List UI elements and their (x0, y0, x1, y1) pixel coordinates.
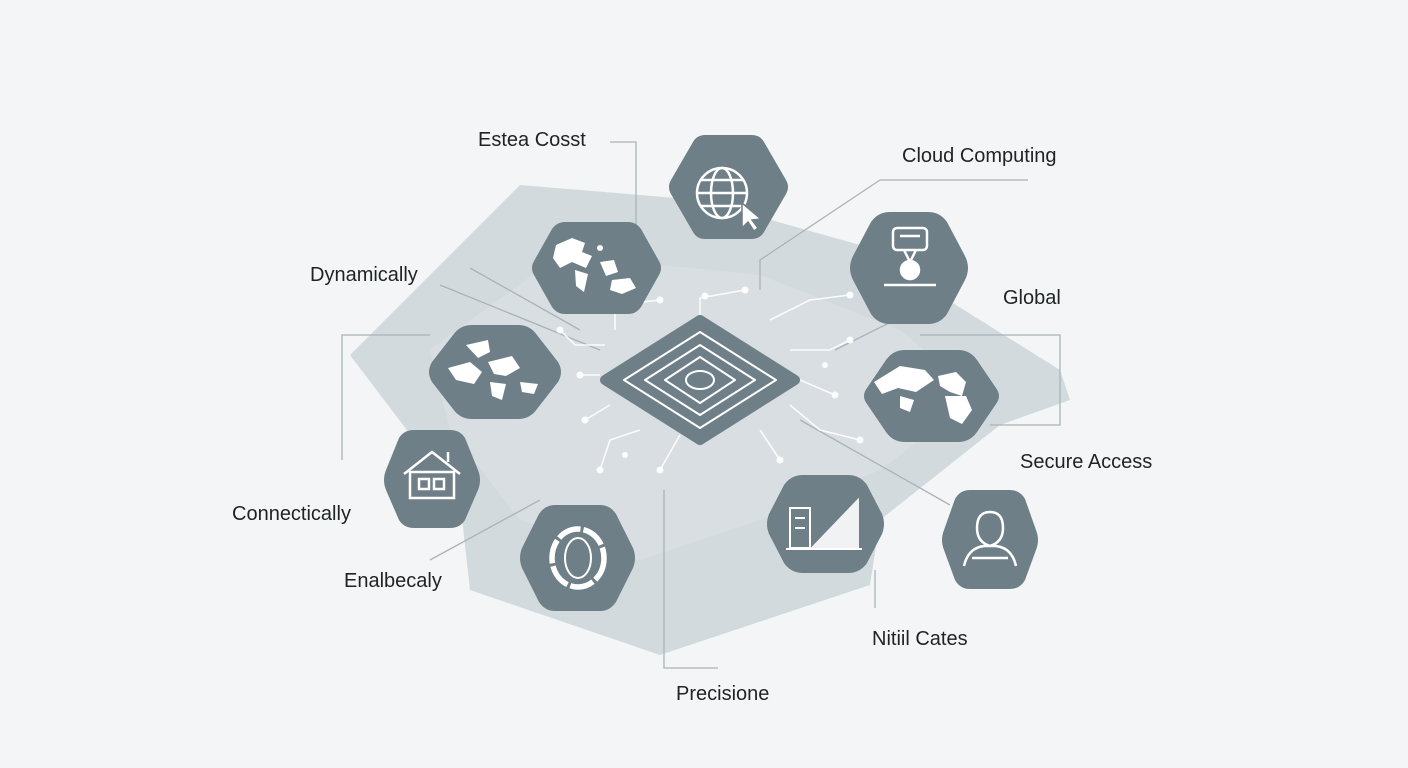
connector-line (799, 419, 951, 506)
world-map-icon (874, 366, 972, 424)
circuit-dot (822, 362, 828, 368)
circuit-dot (856, 436, 864, 444)
circuit-dot (596, 466, 604, 474)
label-precisione: Precisione (676, 683, 770, 705)
circuit-dot (581, 416, 589, 424)
circuit-dot (622, 452, 628, 458)
connector-line (341, 334, 430, 460)
circuit-dot (656, 296, 664, 304)
user-icon (962, 510, 1018, 567)
circuit-trace (799, 379, 836, 396)
circuit-dot (701, 292, 709, 300)
connector-line (663, 490, 718, 669)
connector-line (834, 319, 896, 351)
connector-line (610, 141, 637, 228)
circuit-trace (769, 294, 851, 321)
world-map-icon (553, 238, 636, 294)
label-global: Global (1003, 287, 1061, 309)
circuit-trace (759, 429, 781, 461)
connector-line (439, 284, 601, 351)
circuit-dot (741, 286, 749, 294)
node-user (942, 490, 1038, 589)
connector-line (920, 334, 1061, 426)
circuit-trace (790, 339, 851, 351)
circuit-trace (659, 434, 681, 471)
circuit-dot (776, 456, 784, 464)
globe-cursor-icon (695, 166, 763, 233)
circuit-dot (576, 371, 584, 379)
label-secure-access: Secure Access (1020, 451, 1153, 473)
node-world-map-left (429, 325, 561, 419)
circuit-dot (846, 291, 854, 299)
circuit-trace (789, 404, 861, 441)
node-world-map-top (532, 222, 661, 314)
circuit-dot (556, 326, 564, 334)
circuit-trace (699, 289, 746, 315)
label-cloud-computing: Cloud Computing (902, 145, 1057, 167)
circuit-dot (831, 391, 839, 399)
label-estea-cost: Estea Cosst (478, 129, 586, 151)
circuit-dot (656, 466, 664, 474)
node-world-map-right (864, 350, 999, 442)
label-enablecaly: Enalbecaly (344, 570, 442, 592)
connector-line (759, 179, 1028, 290)
home-icon (403, 450, 461, 500)
server-icon (786, 497, 862, 550)
connector-line (429, 499, 541, 561)
chip-hub-icon (600, 315, 800, 445)
circuit-trace (559, 329, 605, 346)
ring-icon (549, 526, 607, 590)
label-connectically: Connectically (232, 503, 351, 525)
node-home (384, 430, 480, 528)
label-dynamically: Dynamically (310, 264, 418, 286)
node-device (850, 212, 968, 324)
label-nitil-cates: Nitiil Cates (872, 628, 968, 650)
connector-line (469, 267, 581, 331)
circuit-dot (846, 336, 854, 344)
world-map-icon (448, 340, 538, 400)
circuit-trace (584, 404, 611, 421)
circuit-trace (599, 429, 641, 471)
node-ring (520, 505, 635, 611)
node-globe-cursor (669, 135, 788, 239)
device-icon (884, 226, 936, 287)
node-server (767, 475, 884, 573)
